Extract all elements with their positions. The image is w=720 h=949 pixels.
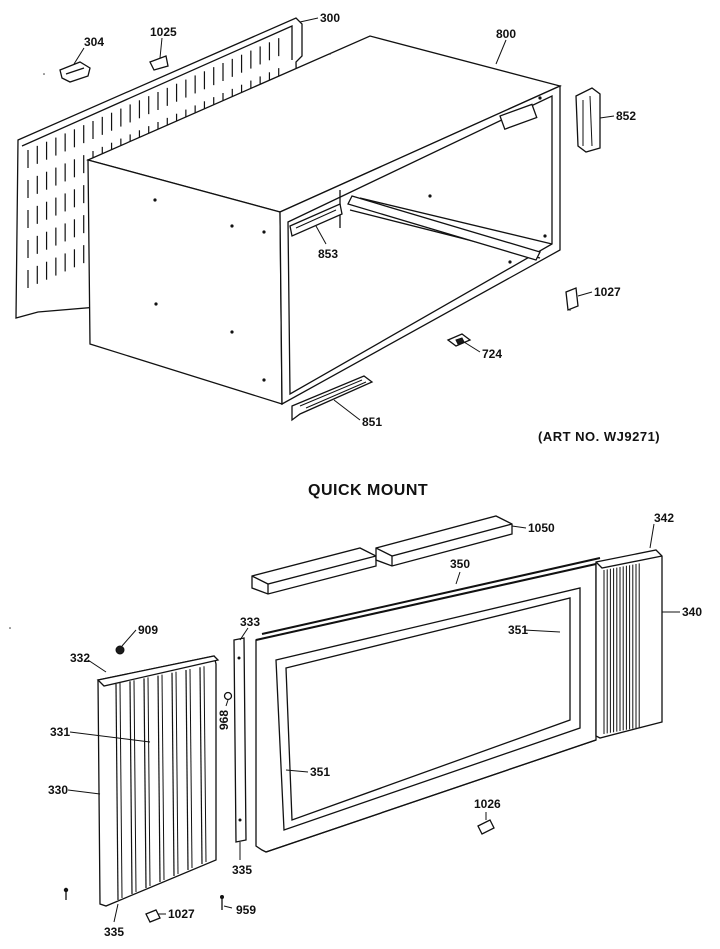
clip-1027-upper (565, 287, 579, 311)
art-number: (ART NO. WJ9271) (538, 429, 660, 444)
callout-350: 350 (450, 557, 470, 571)
bracket-304 (59, 61, 91, 83)
foam-seal-blocks (251, 515, 513, 595)
callout-333: 333 (240, 615, 260, 629)
callout-1027-lower: 1027 (168, 907, 195, 921)
callout-909: 909 (138, 623, 158, 637)
bottom-angle-rail (291, 375, 374, 422)
callout-1026: 1026 (474, 797, 501, 811)
callout-351-lower: 351 (310, 765, 330, 779)
callout-851: 851 (362, 415, 382, 429)
cabinet-case (86, 35, 562, 406)
leader-lines (67, 17, 680, 923)
scan-specks (9, 53, 571, 629)
callout-335-mid: 335 (232, 863, 252, 877)
callout-331: 331 (50, 725, 70, 739)
clip-1027-lower (145, 909, 161, 923)
callout-340: 340 (682, 605, 702, 619)
gasket-strip (233, 637, 247, 843)
left-pleats (115, 666, 207, 901)
side-seal-strip (575, 87, 601, 153)
washer-968 (223, 691, 233, 701)
callout-800: 800 (496, 27, 516, 41)
mounting-frame (255, 557, 601, 853)
screw-909 (115, 645, 125, 655)
side-curtain-panel (595, 549, 663, 739)
callout-1050: 1050 (528, 521, 555, 535)
callout-342: 342 (654, 511, 674, 525)
callout-330: 330 (48, 783, 68, 797)
callout-304: 304 (84, 35, 104, 49)
clip-724 (446, 333, 472, 347)
case-fastener-dots (153, 96, 547, 382)
curtain-pleats (603, 563, 640, 734)
callout-351-upper: 351 (508, 623, 528, 637)
callout-332: 332 (70, 651, 90, 665)
callout-959: 959 (236, 903, 256, 917)
clip-1026 (477, 819, 495, 835)
callout-853: 853 (318, 247, 338, 261)
callout-968: 968 (217, 710, 231, 730)
callout-300: 300 (320, 11, 340, 25)
screw-left (63, 887, 69, 900)
screw-959 (220, 895, 224, 910)
clip-1025 (149, 55, 169, 71)
callout-335-bottom: 335 (104, 925, 124, 939)
left-curtain-panel (96, 655, 220, 907)
callout-724: 724 (482, 347, 502, 361)
section-title: QUICK MOUNT (308, 482, 428, 499)
callout-852: 852 (616, 109, 636, 123)
callout-1025: 1025 (150, 25, 177, 39)
callout-1027-upper: 1027 (594, 285, 621, 299)
